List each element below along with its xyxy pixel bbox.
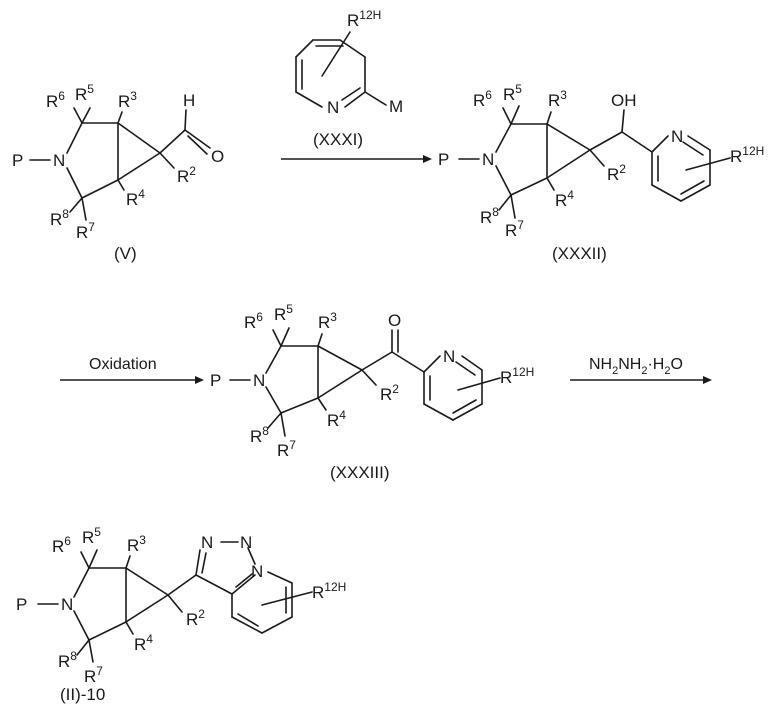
atom-p-xxxiii: P xyxy=(210,371,221,390)
label-r3-xxxii: R3 xyxy=(548,88,567,110)
arrow-2: Oxidation xyxy=(60,356,204,384)
atom-n-xxxiii: N xyxy=(253,371,265,390)
label-r12h-xxxi: R12H xyxy=(347,8,381,30)
atom-n-pyridine-xxxii: N xyxy=(671,127,683,146)
atom-oh: OH xyxy=(611,91,637,110)
label-r3: R3 xyxy=(118,89,137,111)
atom-h: H xyxy=(183,91,195,110)
label-r6-ii10: R6 xyxy=(52,534,71,556)
label-r8-xxxii: R8 xyxy=(480,205,499,227)
label-r8: R8 xyxy=(50,207,69,229)
label-compound-xxxi: (XXXI) xyxy=(313,130,363,149)
atom-o-xxxiii: O xyxy=(388,311,401,330)
label-r5-xxxiii: R5 xyxy=(274,302,293,324)
label-r5-xxxii: R5 xyxy=(503,82,522,104)
atom-o: O xyxy=(211,147,224,166)
label-r4-xxxii: R4 xyxy=(555,188,574,210)
label-r4-ii10: R4 xyxy=(134,632,153,654)
label-r12h-ii10: R12H xyxy=(312,580,346,602)
label-r7-xxxii: R7 xyxy=(505,218,524,240)
label-r8-ii10: R8 xyxy=(58,649,77,671)
label-r12h-xxxiii: R12H xyxy=(500,365,534,387)
arrow-1 xyxy=(281,155,432,163)
compound-v: P N H O R6 R5 R3 R2 R4 R8 R7 (V) xyxy=(12,82,224,263)
label-compound-v: (V) xyxy=(114,244,137,263)
atom-n-pyridine-xxxiii: N xyxy=(443,347,455,366)
atom-n-xxxi: N xyxy=(327,98,339,117)
label-r3-xxxiii: R3 xyxy=(318,310,337,332)
atom-n: N xyxy=(53,151,65,170)
label-r12h-xxxii: R12H xyxy=(730,144,764,166)
label-compound-xxxii: (XXXII) xyxy=(552,244,607,263)
compound-xxxiii: P N O N R6 R5 R3 R2 R4 R8 R7 R12H (XXXII… xyxy=(210,302,534,482)
atom-n1-triazole: N xyxy=(201,533,213,552)
label-r2-xxxiii: R2 xyxy=(380,382,399,404)
label-r6: R6 xyxy=(46,89,65,111)
label-r4: R4 xyxy=(126,187,145,209)
reagent-oxidation: Oxidation xyxy=(89,356,157,373)
atom-n2-triazole: N xyxy=(240,533,252,552)
atom-n3-triazole: N xyxy=(251,562,263,581)
label-r5-ii10: R5 xyxy=(82,525,101,547)
arrow-3: NH2NH2·H2O xyxy=(570,356,712,384)
label-r2-ii10: R2 xyxy=(186,607,205,629)
label-r2-xxxii: R2 xyxy=(607,162,626,184)
atom-m: M xyxy=(389,97,403,116)
atom-p: P xyxy=(12,151,23,170)
label-r7-ii10: R7 xyxy=(84,664,103,686)
label-r7-xxxiii: R7 xyxy=(277,438,296,460)
label-r4-xxxiii: R4 xyxy=(327,408,346,430)
compound-ii-10: P N N N N R6 R5 R3 R2 R4 R8 R7 R12H (II)… xyxy=(16,525,346,704)
label-compound-ii-10: (II)-10 xyxy=(60,685,105,704)
compound-xxxii: P N OH N R6 R5 R3 R2 R4 R8 R7 R12H (XXXI… xyxy=(438,82,764,263)
label-r8-xxxiii: R8 xyxy=(250,424,269,446)
atom-n-ii10: N xyxy=(61,595,73,614)
label-compound-xxxiii: (XXXIII) xyxy=(330,463,390,482)
atom-n-xxxii: N xyxy=(482,150,494,169)
label-r7: R7 xyxy=(76,220,95,242)
atom-p-xxxii: P xyxy=(438,150,449,169)
reagent-hydrazine: NH2NH2·H2O xyxy=(589,356,683,377)
compound-xxxi: N M R12H (XXXI) xyxy=(296,8,403,149)
atom-p-ii10: P xyxy=(16,595,27,614)
label-r3-ii10: R3 xyxy=(127,533,146,555)
label-r5: R5 xyxy=(75,82,94,104)
label-r6-xxxiii: R6 xyxy=(244,310,263,332)
label-r6-xxxii: R6 xyxy=(473,88,492,110)
label-r2: R2 xyxy=(177,164,196,186)
